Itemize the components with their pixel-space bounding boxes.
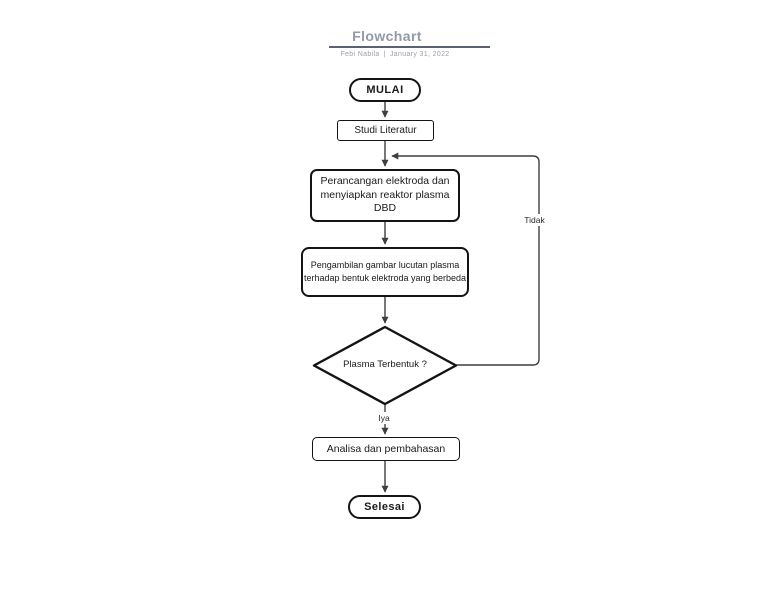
- node-perancangan-line1: Perancangan elektroda dan: [320, 175, 450, 188]
- node-pengambilan: Pengambilan gambar lucutan plasma terhad…: [301, 247, 469, 297]
- node-analisa-label: Analisa dan pembahasan: [326, 443, 446, 455]
- page-title: Flowchart: [352, 28, 422, 44]
- node-analisa: Analisa dan pembahasan: [312, 437, 460, 461]
- page-subtitle: Febi Nabila|January 31, 2022: [315, 51, 475, 58]
- node-pengambilan-line2: terhadap bentuk elektroda yang berbeda: [303, 273, 467, 283]
- node-studi-literatur: Studi Literatur: [337, 120, 434, 141]
- node-studi-literatur-label: Studi Literatur: [354, 125, 417, 136]
- node-start-label: MULAI: [366, 84, 404, 96]
- node-end-terminator: Selesai: [348, 495, 421, 519]
- edge-label-yes: Iya: [370, 412, 398, 424]
- title-divider: [329, 46, 490, 48]
- subtitle-separator: |: [383, 51, 386, 58]
- document-date: January 31, 2022: [389, 51, 450, 58]
- node-end-label: Selesai: [364, 501, 405, 513]
- decision-diamond: [312, 325, 458, 406]
- node-pengambilan-line1: Pengambilan gambar lucutan plasma: [310, 259, 460, 270]
- author-name: Febi Nabila: [340, 51, 380, 58]
- node-perancangan: Perancangan elektroda dan menyiapkan rea…: [310, 169, 460, 222]
- edge-decision-no-loopback: [391, 152, 540, 366]
- node-decision-label: Plasma Terbentuk ?: [343, 359, 427, 370]
- node-perancangan-line2: menyiapkan reaktor plasma DBD: [320, 188, 450, 215]
- node-start-terminator: MULAI: [349, 78, 421, 102]
- edge-label-no: Tidak: [519, 214, 550, 226]
